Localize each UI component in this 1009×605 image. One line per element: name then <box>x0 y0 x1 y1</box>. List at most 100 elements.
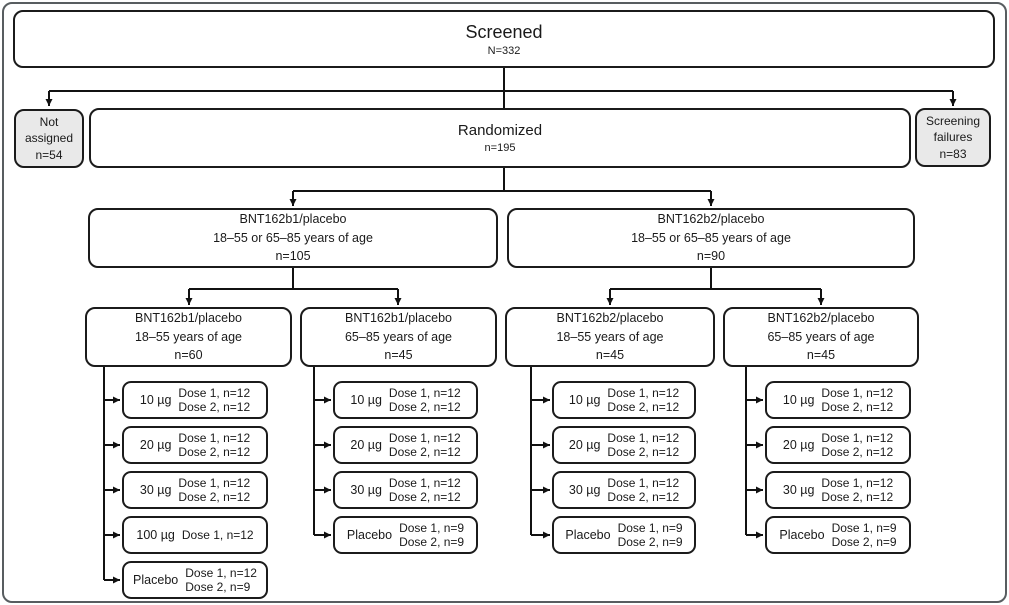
dose-counts: Dose 1, n=12 Dose 2, n=12 <box>607 386 679 415</box>
arm-count: n=90 <box>696 249 726 264</box>
dose2-count: Dose 2, n=12 <box>607 490 680 504</box>
dose-box-20ug: 20 µg Dose 1, n=12 Dose 2, n=12 <box>122 426 268 464</box>
not-assigned-line: Not <box>39 114 59 129</box>
dose-counts: Dose 1, n=12 Dose 2, n=12 <box>607 431 679 460</box>
dose2-count: Dose 2, n=12 <box>821 400 894 414</box>
dose2-count: Dose 2, n=12 <box>821 490 894 504</box>
dose1-count: Dose 1, n=12 <box>821 385 894 400</box>
dose-label: 20 µg <box>350 438 382 452</box>
dose2-count: Dose 2, n=12 <box>388 445 461 459</box>
dose-box-20ug: 20 µg Dose 1, n=12 Dose 2, n=12 <box>333 426 478 464</box>
dose-counts: Dose 1, n=12 Dose 2, n=12 <box>389 476 461 505</box>
arm-ages: 18–55 or 65–85 years of age <box>631 230 791 245</box>
cohort-name: BNT162b2/placebo <box>767 311 875 326</box>
dose-counts: Dose 1, n=9 Dose 2, n=9 <box>618 521 683 550</box>
not-assigned-count: n=54 <box>35 147 63 162</box>
arm-box-bnt162b1: BNT162b1/placebo 18–55 or 65–85 years of… <box>88 208 498 268</box>
cohort-box-b1-older: BNT162b1/placebo 65–85 years of age n=45 <box>300 307 497 367</box>
cohort-name: BNT162b1/placebo <box>134 311 243 326</box>
dose-label: Placebo <box>133 573 179 587</box>
cohort-ages: 18–55 years of age <box>134 329 243 344</box>
dose2-count: Dose 2, n=9 <box>831 535 897 549</box>
dose-counts: Dose 1, n=12 Dose 2, n=12 <box>821 476 893 505</box>
cohort-count: n=45 <box>595 348 625 363</box>
dose2-count: Dose 2, n=12 <box>607 445 680 459</box>
randomized-box: Randomized n=195 <box>89 108 911 168</box>
dose1-count: Dose 1, n=12 <box>388 385 461 400</box>
dose1-count: Dose 1, n=9 <box>617 520 683 535</box>
dose1-count: Dose 1, n=12 <box>607 475 680 490</box>
dose-label: 20 µg <box>139 438 172 452</box>
dose2-count: Dose 2, n=9 <box>399 535 465 549</box>
dose1-count: Dose 1, n=9 <box>399 520 465 535</box>
cohort-box-b2-younger: BNT162b2/placebo 18–55 years of age n=45 <box>505 307 715 367</box>
dose2-count: Dose 2, n=12 <box>607 400 680 414</box>
dose-box-10ug: 10 µg Dose 1, n=12 Dose 2, n=12 <box>765 381 911 419</box>
dose-label: 10 µg <box>568 393 601 407</box>
dose-counts: Dose 1, n=12 Dose 2, n=12 <box>607 476 679 505</box>
dose-box-placebo: Placebo Dose 1, n=9 Dose 2, n=9 <box>552 516 696 554</box>
dose-label: 10 µg <box>139 393 172 407</box>
dose1-count: Dose 1, n=12 <box>388 475 461 490</box>
dose-label: 30 µg <box>568 483 601 497</box>
cohort-ages: 65–85 years of age <box>344 329 453 344</box>
cohort-ages: 65–85 years of age <box>767 329 875 344</box>
arm-ages: 18–55 or 65–85 years of age <box>213 230 373 245</box>
not-assigned-box: Not assigned n=54 <box>14 109 84 168</box>
dose-label: Placebo <box>565 528 611 542</box>
arm-box-bnt162b2: BNT162b2/placebo 18–55 or 65–85 years of… <box>507 208 915 268</box>
dose1-count: Dose 1, n=12 <box>607 385 680 400</box>
dose-counts: Dose 1, n=12 Dose 2, n=12 <box>389 431 461 460</box>
cohort-name: BNT162b1/placebo <box>344 311 453 326</box>
cohort-count: n=45 <box>806 348 836 363</box>
dose2-count: Dose 2, n=9 <box>185 580 251 594</box>
screened-count: N=332 <box>487 45 521 57</box>
dose-label: Placebo <box>346 528 393 542</box>
dose2-count: Dose 2, n=12 <box>388 490 461 504</box>
dose-box-100ug: 100 µg Dose 1, n=12 <box>122 516 268 554</box>
dose-box-20ug: 20 µg Dose 1, n=12 Dose 2, n=12 <box>552 426 696 464</box>
dose1-count: Dose 1, n=12 <box>178 475 251 490</box>
dose-box-placebo: Placebo Dose 1, n=9 Dose 2, n=9 <box>765 516 911 554</box>
randomized-count: n=195 <box>484 142 516 155</box>
dose-box-10ug: 10 µg Dose 1, n=12 Dose 2, n=12 <box>552 381 696 419</box>
dose-box-30ug: 30 µg Dose 1, n=12 Dose 2, n=12 <box>552 471 696 509</box>
dose2-count: Dose 2, n=12 <box>178 445 251 459</box>
dose1-count: Dose 1, n=12 <box>185 565 257 580</box>
dose-label: 20 µg <box>568 438 601 452</box>
dose2-count: Dose 2, n=12 <box>388 400 461 414</box>
dose2-count: Dose 2, n=12 <box>821 445 894 459</box>
dose2-count: Dose 2, n=12 <box>178 400 251 414</box>
screening-failures-line: failures <box>933 130 973 145</box>
dose-counts: Dose 1, n=12 Dose 2, n=12 <box>178 386 250 415</box>
dose1-count: Dose 1, n=12 <box>388 430 461 445</box>
dose-label: Placebo <box>779 528 825 542</box>
cohort-box-b2-older: BNT162b2/placebo 65–85 years of age n=45 <box>723 307 919 367</box>
dose-label: 10 µg <box>350 393 382 407</box>
not-assigned-line: assigned <box>24 131 74 146</box>
randomized-title: Randomized <box>457 122 543 140</box>
dose-counts: Dose 1, n=12 <box>182 528 254 542</box>
cohort-box-b1-younger: BNT162b1/placebo 18–55 years of age n=60 <box>85 307 292 367</box>
dose1-count: Dose 1, n=12 <box>607 430 680 445</box>
dose-counts: Dose 1, n=12 Dose 2, n=12 <box>821 386 893 415</box>
dose-box-placebo: Placebo Dose 1, n=12 Dose 2, n=9 <box>122 561 268 599</box>
screened-box: Screened N=332 <box>13 10 995 68</box>
cohort-ages: 18–55 years of age <box>556 329 664 344</box>
screening-failures-box: Screening failures n=83 <box>915 108 991 167</box>
dose-box-30ug: 30 µg Dose 1, n=12 Dose 2, n=12 <box>765 471 911 509</box>
screening-failures-count: n=83 <box>939 146 967 161</box>
arm-name: BNT162b2/placebo <box>657 212 765 227</box>
dose-box-placebo: Placebo Dose 1, n=9 Dose 2, n=9 <box>333 516 478 554</box>
dose-box-30ug: 30 µg Dose 1, n=12 Dose 2, n=12 <box>333 471 478 509</box>
dose2-count: Dose 2, n=9 <box>617 535 683 549</box>
arm-name: BNT162b1/placebo <box>239 212 347 227</box>
dose1-count: Dose 1, n=12 <box>178 430 251 445</box>
dose-counts: Dose 1, n=12 Dose 2, n=12 <box>178 476 250 505</box>
screened-title: Screened <box>465 21 543 42</box>
dose1-count: Dose 1, n=12 <box>821 430 894 445</box>
dose-counts: Dose 1, n=9 Dose 2, n=9 <box>399 521 464 550</box>
dose-counts: Dose 1, n=12 Dose 2, n=9 <box>185 566 257 595</box>
